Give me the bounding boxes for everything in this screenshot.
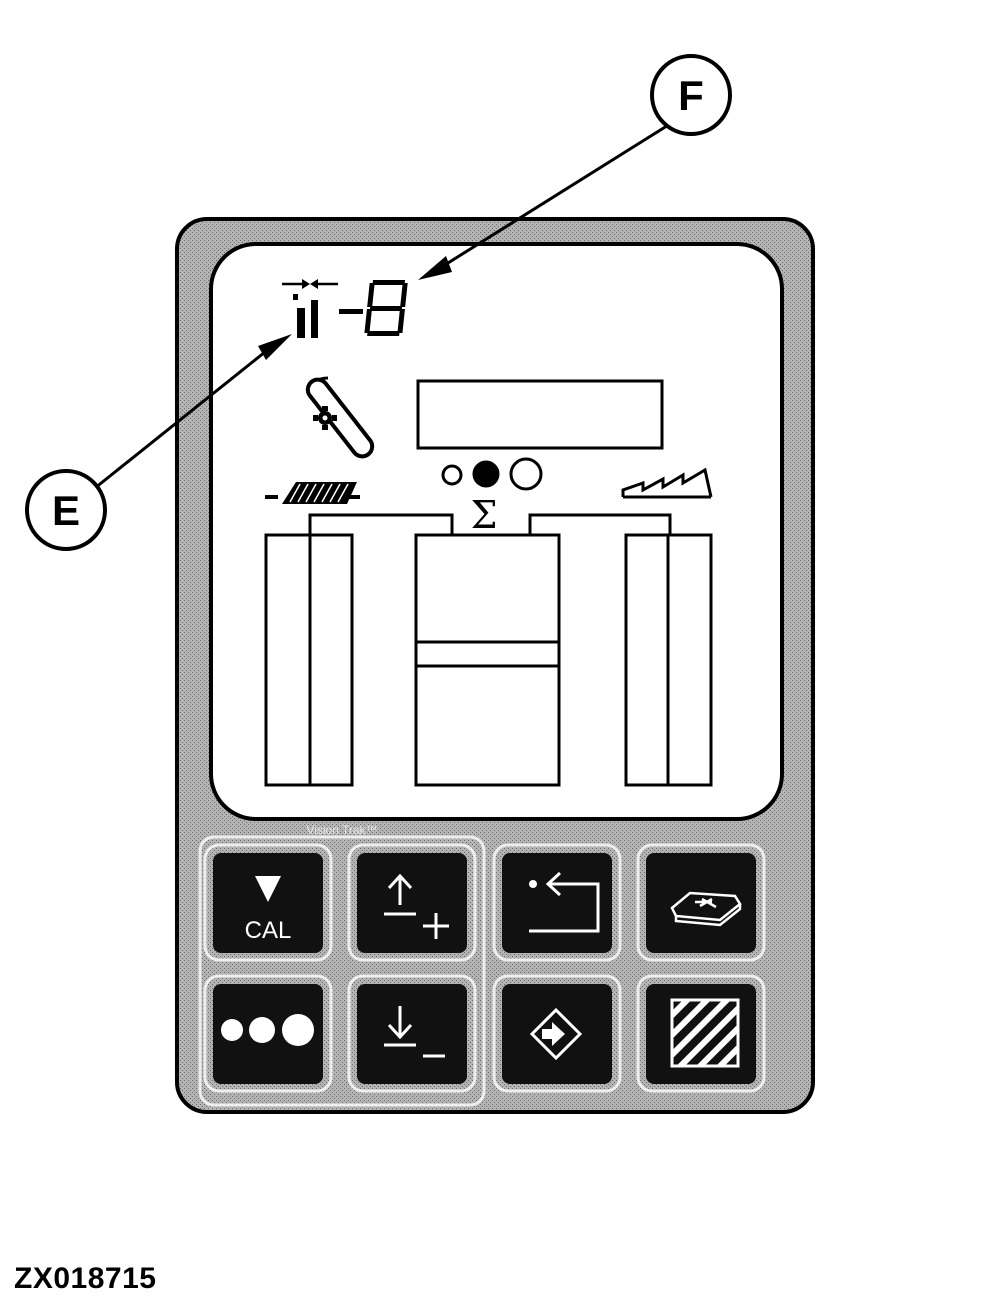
left-bar-graph [264,533,354,787]
callout-f: F [418,54,732,280]
down-triangle-icon [255,876,281,902]
dots-key[interactable] [203,974,333,1093]
down-arrow-minus-icon [384,1006,445,1058]
three-circle-indicator-icon [441,457,543,491]
enter-diamond-icon [529,1007,583,1061]
field-map-key[interactable] [636,843,766,962]
connector-lines [308,513,672,535]
return-key[interactable] [492,843,622,962]
sensor-wrench-icon [305,376,375,459]
field-map-icon [670,891,742,927]
cal-key-label: CAL [245,917,292,944]
sum-symbol: Σ [471,493,498,537]
three-dots-icon [221,1014,314,1046]
minus-segment [339,309,363,314]
figure-id: ZX018715 [14,1262,157,1295]
up-plus-key[interactable] [347,843,477,962]
cal-key[interactable]: CAL [203,843,333,962]
return-arrow-icon [529,871,600,933]
enter-key[interactable] [492,974,622,1093]
message-window [416,379,664,450]
brand-text: Vision Trak™ [306,823,377,837]
callout-f-label: F [678,72,704,119]
hatched-field-icon [265,482,360,504]
hatched-square-icon [670,998,740,1068]
callout-e-label: E [52,487,80,534]
keypad: CAL [203,843,766,1093]
up-arrow-plus-icon [384,873,449,939]
sawtooth-icon [621,467,713,499]
down-minus-key[interactable] [347,974,477,1093]
area-key[interactable] [636,974,766,1093]
center-bar-graph [414,533,561,787]
seven-segment-digit [339,280,408,336]
callout-e: E [25,334,292,551]
key-group-outline [198,835,486,1107]
right-bar-graph [624,533,713,787]
row-spacing-icon [282,279,338,338]
